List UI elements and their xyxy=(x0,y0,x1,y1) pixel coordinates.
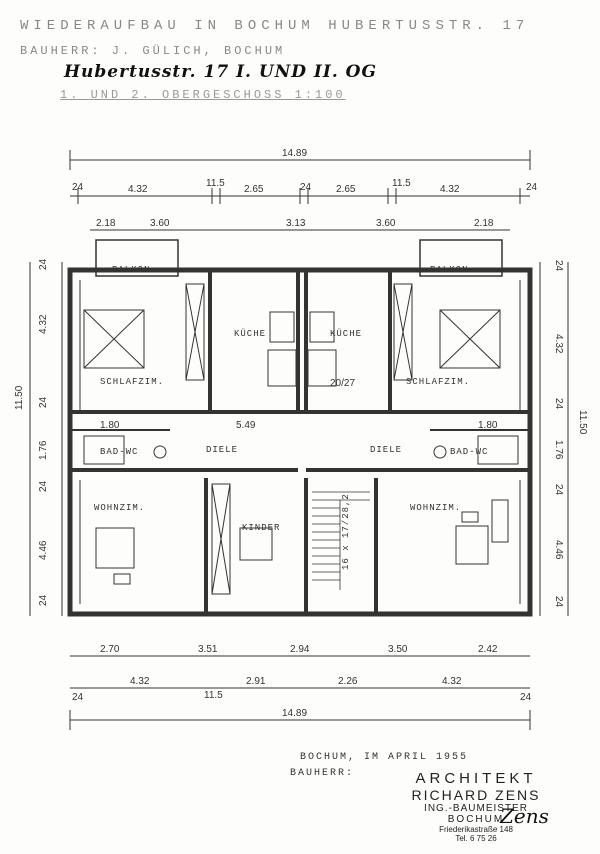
owner-line: BAUHERR: J. GÜLICH, BOCHUM xyxy=(20,44,286,58)
dim-top-8: 24 xyxy=(526,182,538,193)
room-bad-wc-right: BAD-WC xyxy=(450,447,488,457)
dim-bottom-1: 3.51 xyxy=(198,644,218,655)
dim-top-1: 4.32 xyxy=(128,184,148,195)
room-diele-right: DIELE xyxy=(370,445,402,455)
balcony-right xyxy=(419,239,503,277)
dim-top-5: 2.65 xyxy=(336,184,356,195)
dim-left-4: 1.76 xyxy=(38,440,49,460)
bauherr-label: BAUHERR: xyxy=(290,768,355,779)
dim-top-3: 2.65 xyxy=(244,184,264,195)
stamp-degree: ING.-BAUMEISTER xyxy=(424,803,528,814)
dim-overall-top: 14.89 xyxy=(282,148,307,159)
balcony-left xyxy=(95,239,179,277)
dim-bottom2-0: 24 xyxy=(72,692,84,703)
dim-top2-4: 2.18 xyxy=(474,218,494,229)
dim-bottom-3: 3.50 xyxy=(388,644,408,655)
dim-mid-0: 5.49 xyxy=(236,420,256,431)
dim-bottom2-6: 24 xyxy=(520,692,532,703)
stamp-phone: Tel. 6 75 26 xyxy=(455,834,497,843)
room-wohnzim-left: WOHNZIM. xyxy=(94,503,145,513)
dim-top2-0: 2.18 xyxy=(96,218,116,229)
dim-top-7: 4.32 xyxy=(440,184,460,195)
dim-top2-2: 3.13 xyxy=(286,218,306,229)
stamp-city: BOCHUM xyxy=(447,814,505,825)
dim-top2-3: 3.60 xyxy=(376,218,396,229)
dim-right-1: 4.32 xyxy=(553,334,564,354)
room-schlafzim-right: SCHLAFZIM. xyxy=(406,377,470,387)
stamp-name: RICHARD ZENS xyxy=(411,787,541,803)
dim-right-4: 1.76 xyxy=(553,440,564,460)
dim-bottom2-5: 4.32 xyxy=(442,676,462,687)
dim-left-0: 24 xyxy=(38,258,49,270)
dim-bottom-4: 2.42 xyxy=(478,644,498,655)
dim-right-6: 4.46 xyxy=(553,540,564,560)
dim-right-2: 11.50 xyxy=(577,410,588,435)
dim-mid-3: 20/27 xyxy=(330,378,355,389)
room-balkon-left: BALKON xyxy=(112,265,150,275)
dim-left-7: 24 xyxy=(38,594,49,606)
dim-mid-2: 1.80 xyxy=(478,420,498,431)
dim-bottom2-4: 2.26 xyxy=(338,676,358,687)
dim-bottom2-3: 2.91 xyxy=(246,676,266,687)
dim-left-6: 4.46 xyxy=(38,540,49,560)
dim-overall-bottom: 14.89 xyxy=(282,708,307,719)
stamp-street: Friederikastraße 148 xyxy=(439,825,513,834)
dim-right-7: 24 xyxy=(553,596,564,608)
room-bad-wc-left: BAD-WC xyxy=(100,447,138,457)
dim-right-5: 24 xyxy=(553,484,564,496)
dim-top-2: 11.5 xyxy=(206,178,225,189)
room-schlafzim-left: SCHLAFZIM. xyxy=(100,377,164,387)
dim-left-1: 4.32 xyxy=(38,314,49,334)
dim-left-2: 11.50 xyxy=(14,385,25,410)
floor-scale-line: 1. UND 2. OBERGESCHOSS 1:100 xyxy=(60,88,346,102)
dim-top2-1: 3.60 xyxy=(150,218,170,229)
dim-top-4: 24 xyxy=(300,182,312,193)
handwritten-address: Hubertusstr. 17 I. UND II. OG xyxy=(64,62,377,82)
dim-bottom2-2: 11.5 xyxy=(204,690,223,701)
stamp-title: ARCHITEKT xyxy=(415,770,537,787)
dim-top-0: 24 xyxy=(72,182,84,193)
signature: Zens xyxy=(500,804,549,828)
dim-right-3: 24 xyxy=(553,398,564,410)
dim-top-6: 11.5 xyxy=(392,178,411,189)
room-kueche-left: KÜCHE xyxy=(234,328,266,339)
dim-bottom-2: 2.94 xyxy=(290,644,310,655)
stair-note: 16 x 17/28,2 xyxy=(341,493,351,570)
dim-bottom2-1: 4.32 xyxy=(130,676,150,687)
dim-left-3: 24 xyxy=(38,396,49,408)
dim-mid-1: 1.80 xyxy=(100,420,120,431)
dim-right-0: 24 xyxy=(553,260,564,272)
architect-stamp: ARCHITEKT RICHARD ZENS ING.-BAUMEISTER B… xyxy=(396,770,556,843)
room-wohnzim-right: WOHNZIM. xyxy=(410,503,461,513)
place-date: BOCHUM, IM APRIL 1955 xyxy=(300,752,469,763)
room-kinder: KINDER xyxy=(242,523,280,533)
room-balkon-right: BALKON xyxy=(430,265,468,275)
room-diele-left: DIELE xyxy=(206,445,238,455)
title-line: WIEDERAUFBAU IN BOCHUM HUBERTUSSTR. 17 xyxy=(20,18,530,34)
dim-left-5: 24 xyxy=(38,480,49,492)
room-kueche-right: KÜCHE xyxy=(330,328,362,339)
dim-bottom-0: 2.70 xyxy=(100,644,120,655)
